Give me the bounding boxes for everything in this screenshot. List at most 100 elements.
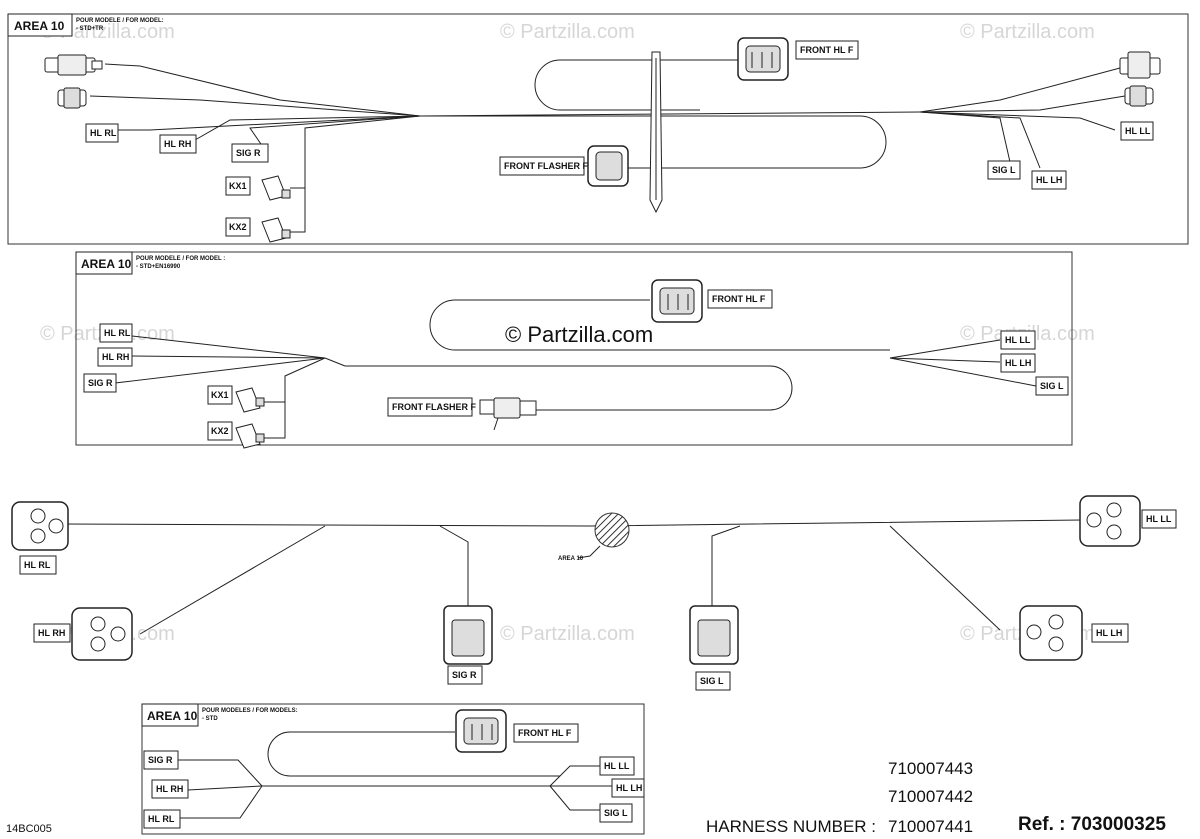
label-box: [1035, 376, 1069, 396]
panel-std-en16990: AREA 10 POUR MODELE / FOR MODEL : - STD+…: [75, 251, 1073, 449]
wire: [290, 115, 421, 189]
panel-std-tr: AREA 10 POUR MODELE / FOR MODEL: - STD+T…: [7, 13, 1189, 245]
wire: [115, 115, 421, 131]
label-hl-lh: HL LH: [1036, 175, 1062, 185]
label-sig-l: SIG L: [604, 808, 628, 818]
wire: [889, 357, 1001, 363]
connector-icon: [689, 605, 739, 665]
area-label: AREA 10: [147, 709, 198, 723]
wire: [577, 545, 601, 559]
model-line: POUR MODELE / FOR MODEL :: [136, 256, 225, 262]
panel-std: AREA 10 POUR MODELES / FOR MODELS: - STD…: [141, 703, 645, 835]
connector-icon: [44, 54, 103, 76]
label-sig-r: SIG R: [148, 755, 173, 765]
wire: [711, 525, 741, 612]
wire: [919, 95, 1126, 113]
label-box: [1091, 623, 1129, 643]
wire: [194, 115, 421, 141]
wire: [420, 115, 887, 169]
connector-icon: [587, 145, 629, 187]
label-box: [387, 397, 473, 417]
wire: [187, 785, 263, 791]
connector-icon: [71, 607, 133, 661]
connector-icon: [651, 279, 703, 323]
label-box: [599, 803, 633, 823]
label-hl-ll: HL LL: [1146, 514, 1172, 524]
area-label: AREA 10: [14, 19, 65, 33]
label-kx2: KX2: [229, 222, 247, 232]
wire: [59, 519, 1083, 527]
label-box: [19, 555, 57, 575]
connector-icon: [455, 709, 507, 753]
area-10-marker: [594, 512, 630, 548]
watermark: © Partzilla.com: [960, 21, 1095, 43]
label-hl-rh: HL RH: [164, 139, 191, 149]
wire: [267, 731, 560, 777]
label-sig-r: SIG R: [236, 148, 261, 158]
label-hl-rh: HL RH: [102, 352, 129, 362]
wire: [89, 95, 421, 117]
harness-number: 710007441: [888, 817, 973, 836]
harness-label: HARNESS NUMBER :: [706, 817, 876, 836]
panel-frame: [141, 703, 645, 835]
connector-icon: [737, 37, 789, 81]
label-box: [231, 143, 269, 163]
label-box: [33, 623, 71, 643]
wire: [139, 525, 326, 635]
label-hl-lh: HL LH: [616, 783, 642, 793]
wire: [889, 525, 1001, 631]
label-front-hl: FRONT HL F: [712, 294, 766, 304]
harness-number: 710007443: [888, 759, 973, 778]
wire: [249, 115, 421, 151]
wire: [429, 299, 890, 351]
wire: [889, 357, 1037, 387]
panel-frame: [75, 251, 1073, 446]
harness-number: 710007442: [888, 787, 973, 806]
wire: [290, 188, 306, 233]
connector-icon: [443, 605, 493, 665]
watermark: © Partzilla.com: [40, 21, 175, 43]
label-kx2: KX2: [211, 426, 229, 436]
label-box: [99, 323, 133, 343]
label-box: [795, 40, 859, 60]
label-box: [143, 809, 181, 829]
model-line: - STD+EN16990: [136, 264, 181, 270]
label-box: [599, 756, 635, 776]
label-hl-ll: HL LL: [1005, 335, 1031, 345]
wire: [919, 111, 1011, 163]
label-box: [513, 723, 579, 743]
connector-icon: [57, 87, 87, 109]
wire: [131, 335, 326, 359]
wire: [549, 785, 600, 811]
connector-icon: [479, 397, 537, 431]
label-hl-rl: HL RL: [104, 328, 131, 338]
label-box: [1000, 330, 1036, 350]
label-box: [85, 123, 119, 143]
connector-icon: [11, 501, 69, 551]
label-box: [1141, 509, 1177, 529]
label-box: [151, 779, 189, 799]
label-box: [1031, 170, 1067, 190]
area-label: AREA 10: [81, 257, 132, 271]
wire: [263, 357, 326, 403]
wire: [549, 765, 600, 787]
wire: [178, 759, 263, 787]
label-kx1: KX1: [211, 390, 229, 400]
label-hl-rh: HL RH: [38, 628, 65, 638]
label-box: [611, 778, 645, 798]
model-line: POUR MODELES / FOR MODELS:: [202, 708, 298, 714]
label-front-flasher: FRONT FLASHER F: [504, 161, 588, 171]
label-box: [83, 373, 117, 393]
wire: [345, 365, 793, 411]
watermark-center: © Partzilla.com: [505, 322, 653, 347]
wire: [534, 59, 740, 111]
label-sig-l: SIG L: [1040, 381, 1064, 391]
wire: [919, 111, 1041, 169]
model-line: - STD: [202, 716, 218, 722]
wire: [263, 402, 286, 439]
model-line: POUR MODELE / FOR MODEL:: [76, 18, 164, 24]
label-box: [207, 385, 233, 405]
wire: [131, 355, 326, 359]
wire: [419, 111, 921, 117]
